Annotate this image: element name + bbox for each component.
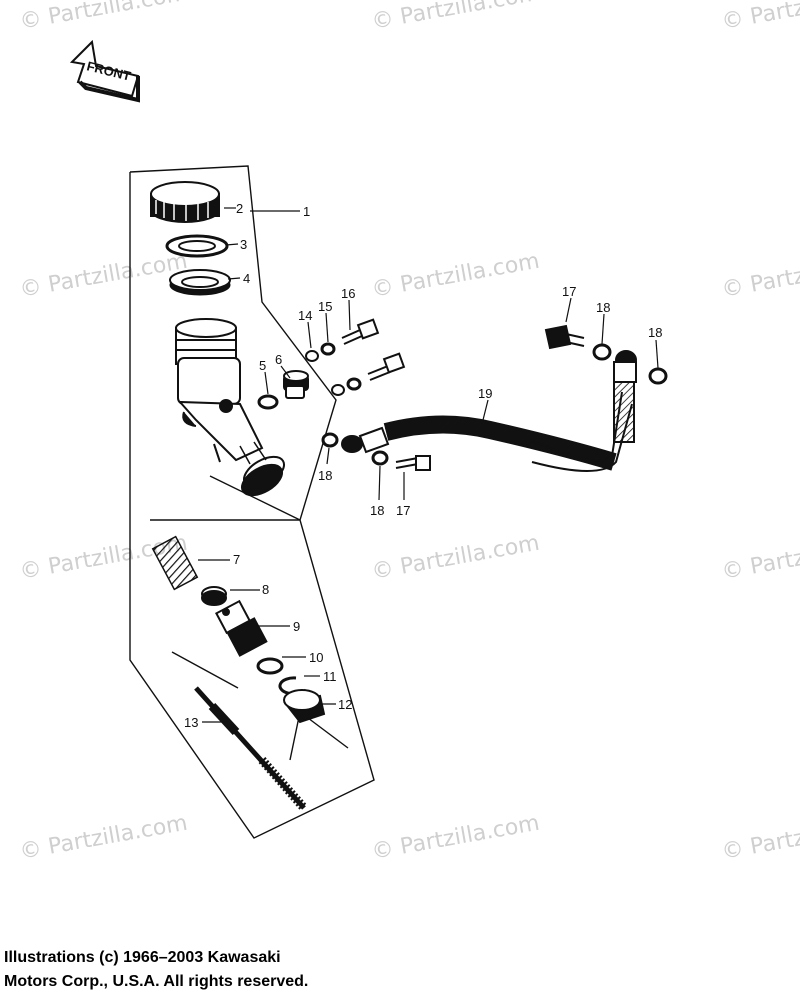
push-rod <box>194 686 308 811</box>
callout-1: 1 <box>303 204 310 219</box>
callout-13: 13 <box>184 715 198 730</box>
leader-lines <box>198 207 659 723</box>
callout-18-lower: 18 <box>370 503 384 518</box>
callout-6: 6 <box>275 352 282 367</box>
fasteners-upper <box>305 318 406 396</box>
copyright-line-2: Motors Corp., U.S.A. All rights reserved… <box>4 973 309 990</box>
banjo-fitting-left <box>321 426 431 471</box>
callout-3: 3 <box>240 237 247 252</box>
callout-4: 4 <box>243 271 250 286</box>
callout-5: 5 <box>259 358 266 373</box>
master-cylinder-body <box>175 318 285 497</box>
reservoir-cap <box>150 181 220 223</box>
callout-14: 14 <box>298 308 312 323</box>
callout-2: 2 <box>236 201 243 216</box>
callout-16: 16 <box>341 286 355 301</box>
callout-9: 9 <box>293 619 300 634</box>
callout-15: 15 <box>318 299 332 314</box>
primary-cup <box>201 586 227 606</box>
callout-17-right: 17 <box>562 284 576 299</box>
plug-6 <box>283 370 309 399</box>
callout-8: 8 <box>262 582 269 597</box>
piston <box>215 599 268 657</box>
callout-18-right-b: 18 <box>648 325 662 340</box>
callout-18-left: 18 <box>318 468 332 483</box>
callout-11: 11 <box>323 669 337 684</box>
spring <box>151 535 199 591</box>
copyright-line-1: Illustrations (c) 1966–2003 Kawasaki <box>4 949 281 966</box>
brake-hose <box>383 379 635 472</box>
callout-18-right-a: 18 <box>596 300 610 315</box>
diaphragm <box>169 269 231 296</box>
copyright-notice: Illustrations (c) 1966–2003 Kawasaki Mot… <box>4 946 424 994</box>
secondary-cup <box>256 657 284 675</box>
washer-5 <box>257 394 279 410</box>
dust-boot <box>283 689 326 724</box>
callout-10: 10 <box>309 650 323 665</box>
callout-12: 12 <box>338 697 352 712</box>
callout-7: 7 <box>233 552 240 567</box>
diaphragm-plate <box>165 234 229 258</box>
callout-17-lower: 17 <box>396 503 410 518</box>
callout-19: 19 <box>478 386 492 401</box>
front-arrow-icon: FRONT <box>69 39 140 103</box>
banjo-fitting-right <box>544 324 668 385</box>
assembly-outline <box>129 165 375 839</box>
